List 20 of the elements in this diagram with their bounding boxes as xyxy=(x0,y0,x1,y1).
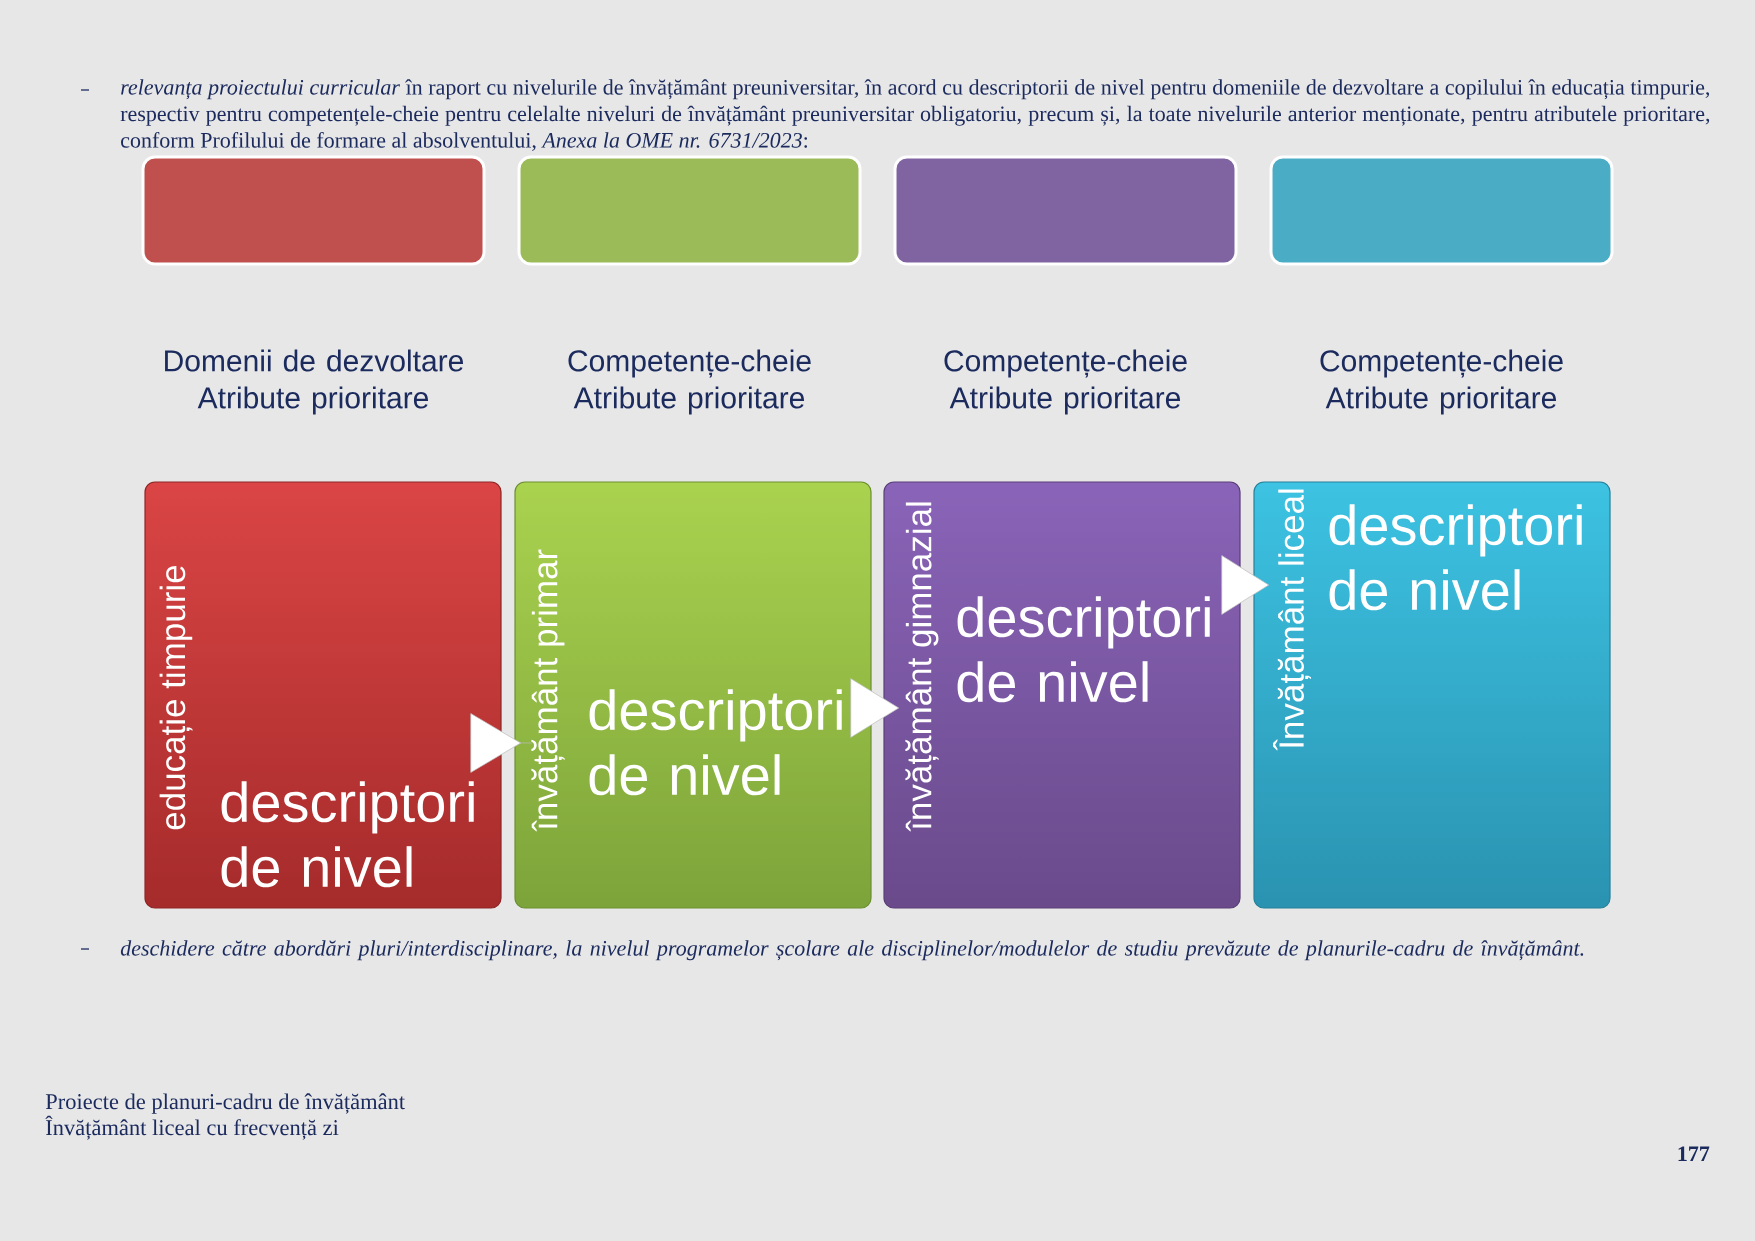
heading-label: Domenii de dezvoltare Atribute prioritare xyxy=(165,349,463,415)
footer-text: Învățământ liceal cu frecvență zi xyxy=(45,1115,339,1140)
triangle-arrow xyxy=(850,678,900,738)
paragraph: deschidere către abordări pluri/interdisciplinare, la nivelul programelor școlare ale disciplinelor/modulelor de studiu prevăzute de planurile-cadru de învățământ. xyxy=(120,940,1584,961)
heading-label: Competențe-cheie Atribute prioritare xyxy=(944,349,1187,415)
rotated-label: educație timpurie xyxy=(159,565,193,830)
triangle-arrow xyxy=(1221,555,1270,615)
box-text: descriptori de nivel xyxy=(589,689,842,796)
heading-label: Competențe-cheie Atribute prioritare xyxy=(568,349,811,415)
triangle-arrow xyxy=(470,713,532,773)
box-text: descriptori de nivel xyxy=(957,596,1210,703)
footer-text: Proiecte de planuri-cadru de învățământ xyxy=(45,1093,405,1114)
rotated-label: învățământ primar xyxy=(531,549,565,832)
heading-label: Competențe-cheie Atribute prioritare xyxy=(1320,349,1563,415)
box-text: descriptori de nivel xyxy=(221,781,474,888)
page-number: 177 xyxy=(1678,1146,1710,1161)
box-text: descriptori de nivel xyxy=(1329,504,1582,611)
rotated-label: Învățământ liceal xyxy=(1273,489,1311,751)
rotated-label: învățământ gimnazial xyxy=(905,502,939,832)
paragraph: relevanța proiectului curricular în raport cu nivelurile de învățământ preuniversitar, în acord cu descriptorii de nivel pentru domeniile de dezvoltare a copilului în educația timpurie, respectiv pentru competențele-cheie pentru celelalte niveluri de învățământ preuniversitar obligatoriu, precum și, la toate nivelurile anterior menționate, pentru atributele prioritare, conform Profilului de formare al absolventului, Anexa la OME nr. 6731/2023: xyxy=(120,79,1710,151)
